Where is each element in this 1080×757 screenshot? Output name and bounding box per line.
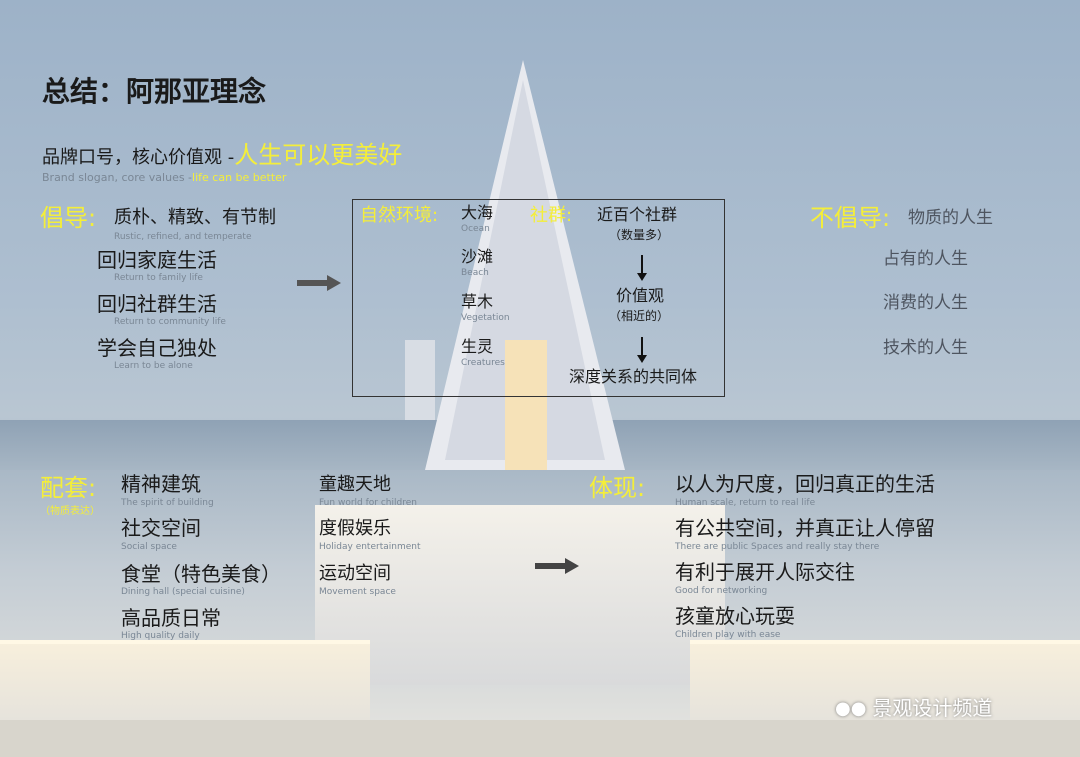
page-title: 总结：阿那亚理念 bbox=[42, 75, 267, 108]
arrow-down-icon bbox=[637, 337, 647, 363]
nature-item-en: Vegetation bbox=[461, 313, 510, 323]
embody-colon: : bbox=[637, 474, 646, 502]
facility-item: 食堂（特色美食） bbox=[121, 562, 281, 586]
facility-item: 社交空间 bbox=[121, 516, 201, 540]
advocate-item-en: Rustic, refined, and temperate bbox=[114, 232, 252, 242]
facility-item-en: The spirit of building bbox=[121, 498, 214, 508]
community-step: 深度关系的共同体 bbox=[569, 367, 698, 386]
not-advocate-label-text: 不倡导 bbox=[810, 204, 882, 232]
concept-box bbox=[352, 199, 725, 397]
advocate-item: 回归家庭生活 bbox=[97, 248, 217, 272]
advocate-colon: : bbox=[88, 204, 97, 232]
embody-item-en: There are public Spaces and really stay … bbox=[675, 542, 880, 552]
slogan-en-label: Brand slogan, core values - bbox=[42, 171, 193, 184]
arrow-right-icon bbox=[297, 275, 341, 291]
community-step: 价值观 bbox=[616, 286, 665, 305]
watermark: ●●景观设计频道 bbox=[835, 698, 992, 718]
advocate-item-en: Learn to be alone bbox=[114, 361, 193, 371]
nature-item-en: Creatures bbox=[461, 358, 505, 368]
nature-item-en: Ocean bbox=[461, 224, 490, 234]
facilities-label-text: 配套 bbox=[40, 474, 88, 502]
community-step-note: （数量多） bbox=[609, 228, 670, 242]
facility-item-en: Dining hall (special cuisine) bbox=[121, 587, 245, 597]
facility-item: 运动空间 bbox=[319, 563, 391, 584]
arrow-right-icon bbox=[535, 558, 579, 574]
facilities-label: 配套: bbox=[40, 476, 96, 500]
community-colon: : bbox=[566, 205, 573, 226]
nature-item: 沙滩 bbox=[461, 247, 494, 266]
advocate-item: 质朴、精致、有节制 bbox=[114, 207, 276, 228]
facilities-colon: : bbox=[88, 474, 97, 502]
facility-item-en: High quality daily bbox=[121, 631, 200, 641]
advocate-label-text: 倡导 bbox=[40, 204, 88, 232]
not-advocate-colon: : bbox=[882, 204, 891, 232]
facility-item-en: Fun world for children bbox=[319, 498, 417, 508]
nature-item: 生灵 bbox=[461, 337, 494, 356]
embody-item: 孩童放心玩耍 bbox=[675, 604, 795, 628]
community-label: 社群: bbox=[530, 207, 572, 225]
watermark-text: 景观设计频道 bbox=[872, 696, 993, 720]
not-advocate-item: 占有的人生 bbox=[883, 249, 968, 269]
facility-item-en: Movement space bbox=[319, 587, 396, 597]
slogan-en-highlight: life can be better bbox=[192, 171, 287, 184]
not-advocate-label: 不倡导: bbox=[810, 206, 890, 230]
nature-label-text: 自然环境 bbox=[360, 205, 432, 226]
facility-item-en: Social space bbox=[121, 542, 177, 552]
facilities-sub: （物质表达） bbox=[40, 506, 100, 517]
slogan-label: 品牌口号，核心价值观 - bbox=[42, 147, 235, 168]
advocate-item-en: Return to community life bbox=[114, 317, 226, 327]
community-step-note: （相近的） bbox=[609, 309, 670, 323]
ground bbox=[0, 720, 1080, 757]
embody-item: 有公共空间，并真正让人停留 bbox=[675, 516, 935, 540]
advocate-item: 回归社群生活 bbox=[97, 292, 217, 316]
not-advocate-item: 消费的人生 bbox=[883, 293, 968, 313]
wall-left bbox=[0, 640, 370, 720]
advocate-label: 倡导: bbox=[40, 206, 96, 230]
facility-item: 度假娱乐 bbox=[319, 518, 391, 539]
embody-label: 体现: bbox=[589, 476, 645, 500]
slogan-highlight: 人生可以更美好 bbox=[234, 141, 403, 169]
community-label-text: 社群 bbox=[530, 205, 566, 226]
nature-label: 自然环境: bbox=[360, 207, 438, 225]
embody-item-en: Human scale, return to real life bbox=[675, 498, 816, 508]
platform-background bbox=[315, 505, 725, 685]
advocate-item: 学会自己独处 bbox=[97, 336, 217, 360]
embody-item-en: Good for networking bbox=[675, 586, 768, 596]
nature-item-en: Beach bbox=[461, 268, 489, 278]
slogan: 品牌口号，核心价值观 - 人生可以更美好 bbox=[42, 143, 402, 167]
embody-label-text: 体现 bbox=[589, 474, 637, 502]
wall-right bbox=[690, 640, 1080, 720]
facility-item: 童趣天地 bbox=[319, 474, 391, 495]
facility-item: 精神建筑 bbox=[121, 472, 201, 496]
embody-item: 以人为尺度，回归真正的生活 bbox=[675, 472, 935, 496]
facility-item-en: Holiday entertainment bbox=[319, 542, 421, 552]
nature-colon: : bbox=[432, 205, 439, 226]
not-advocate-item: 技术的人生 bbox=[883, 338, 968, 358]
nature-item: 大海 bbox=[461, 203, 494, 222]
wechat-icon: ●● bbox=[835, 698, 867, 719]
slogan-en: Brand slogan, core values - life can be … bbox=[42, 172, 286, 183]
facility-item: 高品质日常 bbox=[121, 606, 221, 630]
community-step: 近百个社群 bbox=[597, 205, 678, 224]
arrow-down-icon bbox=[637, 255, 647, 281]
embody-item: 有利于展开人际交往 bbox=[675, 560, 855, 584]
embody-item-en: Children play with ease bbox=[675, 630, 781, 640]
not-advocate-item: 物质的人生 bbox=[908, 208, 993, 228]
advocate-item-en: Return to family life bbox=[114, 273, 203, 283]
chapel-illustration bbox=[405, 60, 625, 470]
nature-item: 草木 bbox=[461, 292, 494, 311]
